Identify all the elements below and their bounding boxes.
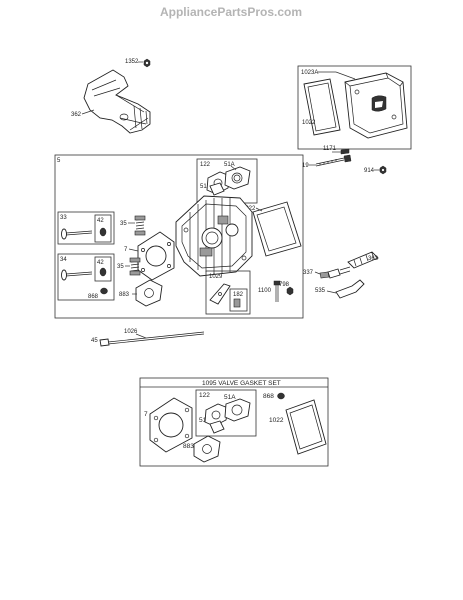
part-35-valve-spring-b[interactable] bbox=[129, 257, 141, 276]
part-19-screw[interactable] bbox=[315, 154, 352, 167]
part-1022-cover-gasket-mid[interactable] bbox=[252, 201, 302, 257]
part-362-air-baffle[interactable] bbox=[83, 69, 151, 134]
label-363: 363 bbox=[368, 256, 379, 262]
seal-42-box-a bbox=[94, 214, 112, 243]
label-337: 337 bbox=[303, 270, 314, 276]
label-51: 51 bbox=[200, 184, 207, 190]
part-34-intake-valve[interactable] bbox=[61, 269, 93, 281]
kit-label-868: 868 bbox=[263, 393, 274, 400]
part-1100-screw[interactable] bbox=[273, 280, 281, 302]
label-42-a: 42 bbox=[97, 218, 104, 224]
part-42-valve-seal-a[interactable] bbox=[99, 227, 107, 237]
label-19: 19 bbox=[302, 163, 309, 169]
part-33-exhaust-valve[interactable] bbox=[61, 228, 93, 240]
kit-intake-gasket-box bbox=[195, 389, 257, 437]
label-362: 362 bbox=[71, 112, 82, 118]
kit-part-868-seal[interactable] bbox=[277, 392, 285, 400]
part-883-exhaust-gasket[interactable] bbox=[135, 279, 163, 307]
label-1171: 1171 bbox=[323, 146, 337, 152]
part-7-head-gasket[interactable] bbox=[137, 231, 175, 281]
part-868-seal[interactable] bbox=[100, 287, 108, 295]
kit-part-1022-cover-gasket[interactable] bbox=[285, 399, 327, 455]
part-51-gasket[interactable] bbox=[209, 182, 225, 196]
label-1029: 1029 bbox=[209, 274, 223, 280]
label-35-a: 35 bbox=[120, 221, 127, 227]
label-45: 45 bbox=[91, 338, 98, 344]
label-1023a: 1023A bbox=[301, 70, 318, 76]
kit-label-122: 122 bbox=[199, 392, 210, 399]
label-34: 34 bbox=[60, 257, 67, 263]
part-cylinder-head[interactable] bbox=[175, 195, 253, 277]
kit-part-7-head-gasket[interactable] bbox=[149, 397, 193, 453]
kit-label-51: 51 bbox=[199, 417, 207, 424]
label-182: 182 bbox=[233, 292, 244, 298]
kit-part-122-gasket[interactable] bbox=[204, 403, 229, 427]
cylinder-head-assembly-box bbox=[54, 154, 304, 319]
label-1026: 1026 bbox=[124, 329, 138, 335]
kit-label-883: 883 bbox=[183, 443, 194, 450]
label-33: 33 bbox=[60, 215, 67, 221]
kit-part-51-gasket[interactable] bbox=[209, 420, 225, 434]
kit-label-1022: 1022 bbox=[269, 417, 284, 424]
label-7: 7 bbox=[124, 247, 128, 253]
label-914: 914 bbox=[364, 168, 375, 174]
kit-title: 1095 VALVE GASKET SET bbox=[202, 380, 281, 387]
part-1022-cover-gasket-top[interactable] bbox=[303, 78, 341, 136]
label-535: 535 bbox=[315, 288, 326, 294]
part-1352-nut[interactable] bbox=[143, 58, 151, 68]
part-1023a-valve-cover[interactable] bbox=[344, 72, 408, 139]
exhaust-valve-box bbox=[57, 211, 115, 245]
label-1352: 1352 bbox=[125, 59, 139, 65]
pivot-182-box bbox=[229, 288, 248, 312]
part-798-nut[interactable] bbox=[286, 286, 294, 296]
part-35-valve-spring-a[interactable] bbox=[134, 215, 146, 236]
part-1171-stud[interactable] bbox=[332, 148, 350, 155]
part-535-breather-tube[interactable] bbox=[335, 279, 365, 299]
part-42-valve-seal-b[interactable] bbox=[99, 267, 107, 277]
rocker-arm-box bbox=[205, 270, 251, 315]
label-1022-top: 1022 bbox=[302, 120, 316, 126]
part-51a-spacer[interactable] bbox=[224, 166, 251, 190]
part-337-spark-plug[interactable] bbox=[319, 266, 351, 279]
intake-valve-box bbox=[57, 253, 115, 301]
label-883: 883 bbox=[119, 292, 130, 298]
kit-part-883-exhaust-gasket[interactable] bbox=[193, 435, 221, 463]
part-45-tappet[interactable] bbox=[99, 338, 110, 347]
part-182-pivot[interactable] bbox=[233, 298, 241, 308]
label-42-b: 42 bbox=[97, 260, 104, 266]
seal-42-box-b bbox=[94, 256, 112, 282]
valve-cover-box bbox=[297, 65, 412, 150]
kit-label-7: 7 bbox=[144, 411, 148, 418]
label-5: 5 bbox=[57, 158, 61, 164]
part-1026-push-rod[interactable] bbox=[107, 331, 205, 345]
kit-part-51a-spacer[interactable] bbox=[224, 398, 251, 422]
watermark-text: AppliancePartsPros.com bbox=[160, 5, 302, 19]
label-35-b: 35 bbox=[117, 264, 124, 270]
valve-gasket-set-box bbox=[139, 377, 329, 467]
kit-label-51a: 51A bbox=[224, 394, 236, 401]
label-51a: 51A bbox=[224, 162, 235, 168]
label-868: 868 bbox=[88, 294, 99, 300]
part-1029-rocker-arm[interactable] bbox=[209, 283, 231, 305]
label-798: 798 bbox=[279, 282, 290, 288]
part-363-breather[interactable] bbox=[347, 251, 379, 269]
part-914-nut[interactable] bbox=[379, 165, 387, 175]
label-122: 122 bbox=[200, 162, 211, 168]
label-1100: 1100 bbox=[258, 288, 272, 294]
